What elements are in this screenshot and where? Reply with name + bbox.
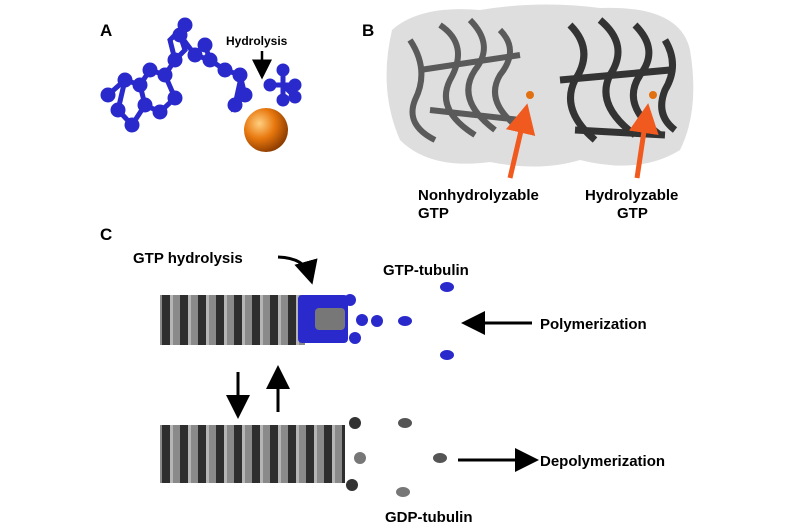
nonhydrolyzable-gtp-label: GTP xyxy=(418,205,449,222)
panel-label-a: A xyxy=(100,21,112,40)
ion-right xyxy=(649,91,657,99)
hydrolyzable-label: Hydrolyzable xyxy=(585,187,678,204)
panel-label-c: C xyxy=(100,225,112,244)
hydrolyzable-gtp-label: GTP xyxy=(617,205,648,222)
ion-left xyxy=(526,91,534,99)
gdp-tubulin-label: GDP-tubulin xyxy=(385,509,472,524)
gtp-tubulin-dimer xyxy=(398,316,412,326)
protein-left-ribbons xyxy=(407,17,521,143)
gdp-tubulin-dimer xyxy=(433,453,447,463)
panel-b: B Nonhydrolyzable GTP Hydrolyzable GTP xyxy=(362,4,694,222)
growing-microtubule xyxy=(160,294,383,345)
gtp-tubulin-dimer xyxy=(440,350,454,360)
gdp-tubulin-dimer xyxy=(398,418,412,428)
shrinking-microtubule xyxy=(160,417,366,491)
orange-arrow-nonhydrolyzable xyxy=(505,103,536,179)
orange-arrow-hydrolyzable xyxy=(628,103,659,179)
polymerization-label: Polymerization xyxy=(540,316,647,333)
panel-c: C GTP hydrolysis GTP-tubulin Polymerizat… xyxy=(100,225,665,524)
gtp-molecule xyxy=(100,17,253,133)
nonhydrolyzable-label: Nonhydrolyzable xyxy=(418,187,539,204)
protein-surface xyxy=(386,4,694,167)
panel-a: A Hydrolysis xyxy=(100,17,302,152)
gtp-tubulin-label: GTP-tubulin xyxy=(383,262,469,279)
depolymerization-label: Depolymerization xyxy=(540,453,665,470)
gtp-tubulin-dimer xyxy=(440,282,454,292)
curved-arrow xyxy=(277,255,318,285)
panel-label-b: B xyxy=(362,21,374,40)
gtp-hydrolysis-label: GTP hydrolysis xyxy=(133,250,243,267)
phosphate-fragment xyxy=(263,63,302,107)
hydrolysis-label: Hydrolysis xyxy=(226,34,288,48)
metal-ion-sphere xyxy=(244,108,288,152)
gdp-tubulin-dimer xyxy=(396,487,410,497)
